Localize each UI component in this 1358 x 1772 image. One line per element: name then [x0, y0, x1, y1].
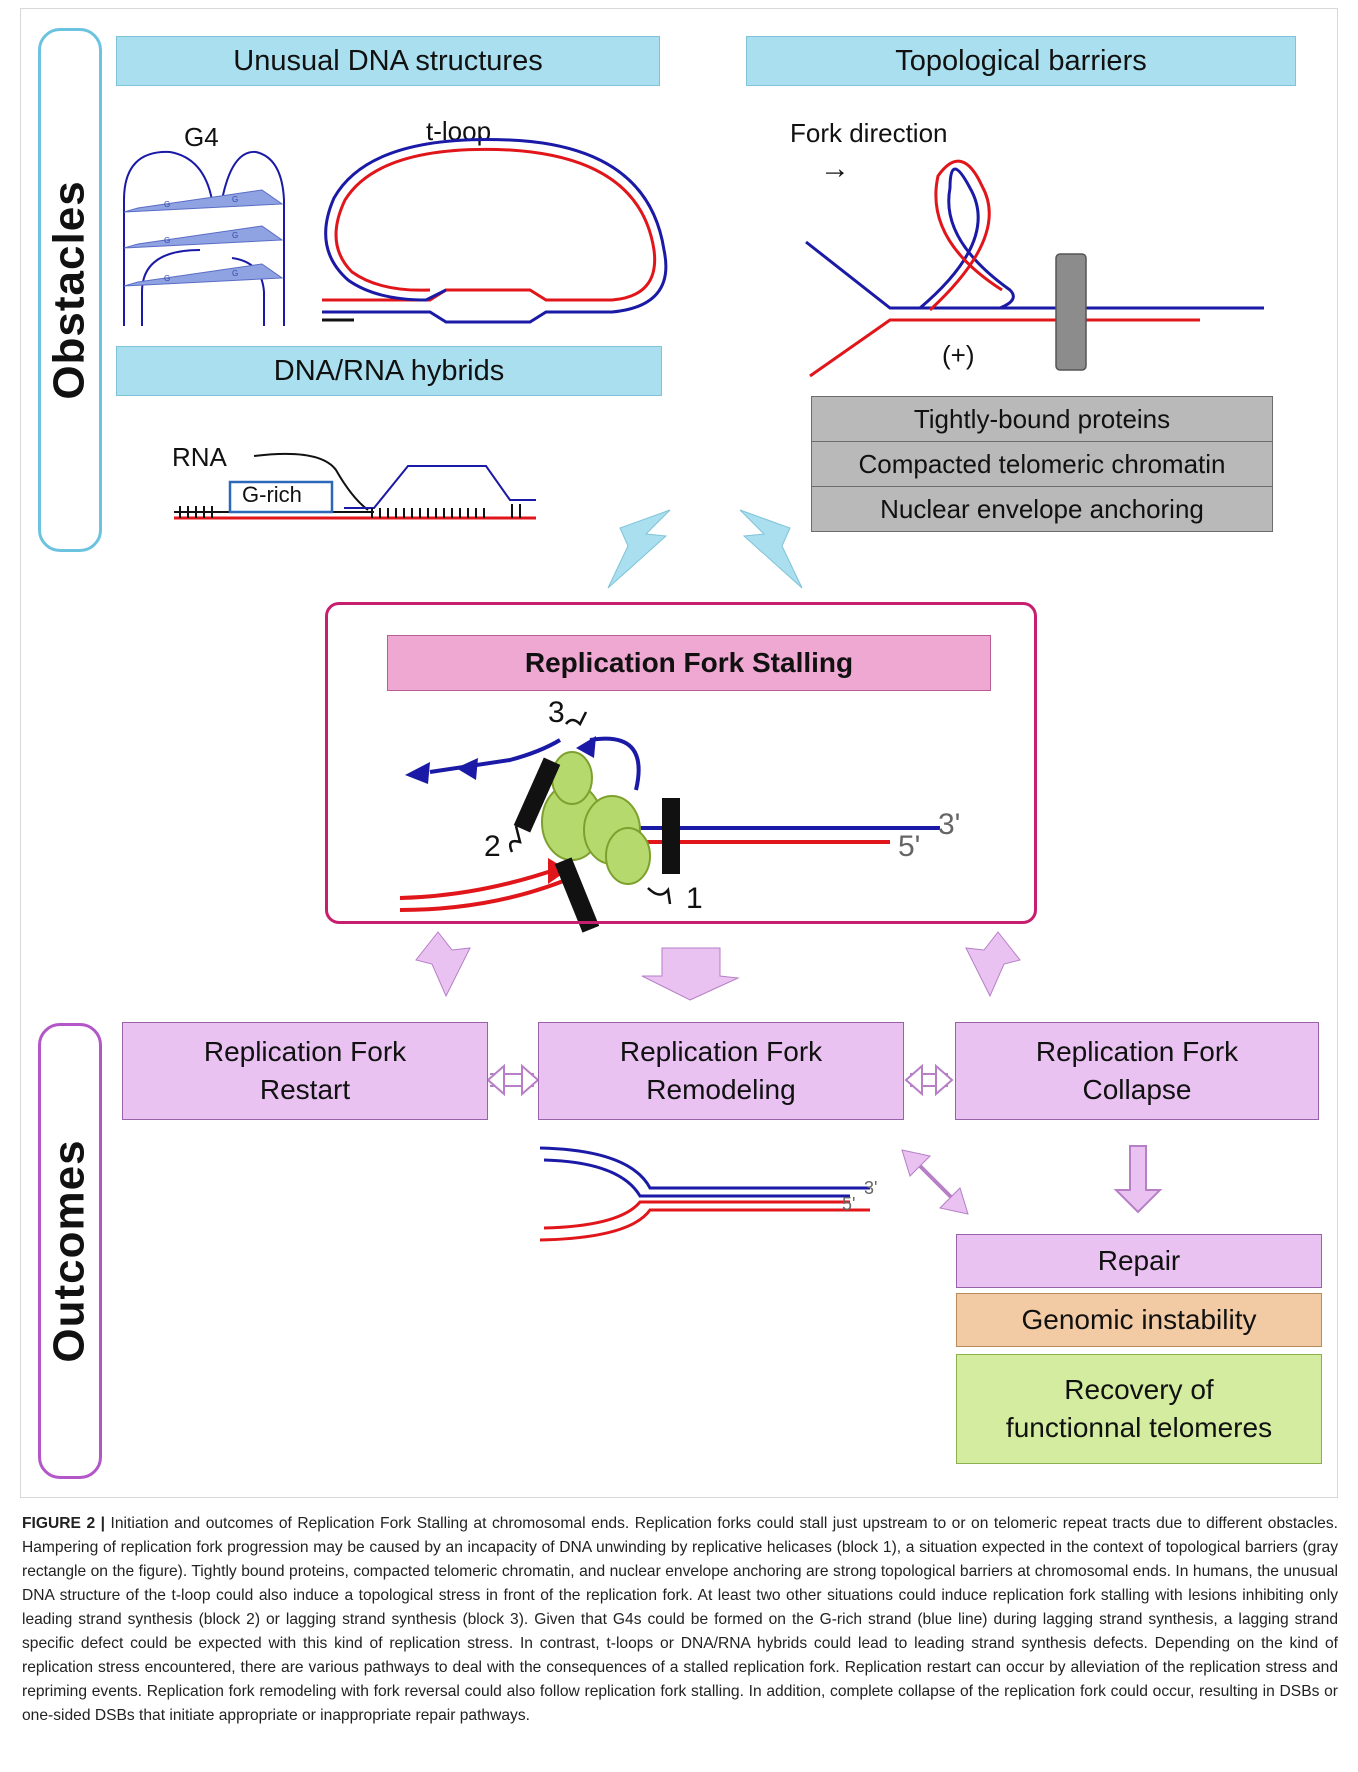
arrow-to-collapse-icon [965, 931, 1021, 998]
stall-3prime-label: 3' [938, 808, 961, 841]
outcome-restart-label: Replication Fork Restart [203, 1036, 407, 1105]
remodel-repair-arrow-icon [901, 1149, 932, 1177]
topological-barrier-block [1055, 253, 1087, 371]
caption-lead: FIGURE 2 | [22, 1515, 106, 1532]
stall-5prime-label: 5' [898, 830, 921, 863]
remodel-3prime-label: 3' [864, 1178, 878, 1198]
barrier-compacted-chromatin: Compacted telomeric chromatin [811, 441, 1273, 487]
topological-fork-icon [805, 159, 1264, 378]
block-2-label: 2 [484, 830, 501, 863]
stalled-fork-icon [399, 711, 940, 933]
restart-remodel-double-arrow-icon [486, 1063, 505, 1097]
g4-plate-letter: G [232, 269, 238, 278]
g4-plate-letter: G [232, 195, 238, 204]
fork-direction-arrow-icon: → [820, 152, 850, 185]
topological-barriers-header: Topological barriers [746, 36, 1296, 86]
dna-rna-hybrids-header: DNA/RNA hybrids [116, 346, 662, 396]
repair-box: Repair [956, 1234, 1322, 1288]
positive-supercoil-label: (+) [942, 340, 975, 370]
recovery-label: Recovery of functionnal telomeres [1005, 1374, 1273, 1443]
remodel-collapse-double-arrow-icon [904, 1063, 923, 1097]
stalling-title: Replication Fork Stalling [387, 635, 991, 691]
g4-quadruplex-icon: G G G G G G [123, 150, 285, 326]
genomic-instability-box: Genomic instability [956, 1293, 1322, 1347]
dna-rna-hybrid-icon [174, 452, 536, 520]
outcome-collapse: Replication Fork Collapse [955, 1022, 1319, 1120]
g4-plate-letter: G [164, 274, 170, 283]
t-loop-icon [322, 138, 668, 324]
obstacles-side-panel: Obstacles [38, 28, 102, 552]
collapse-repair-arrow-icon [1113, 1145, 1163, 1214]
g4-plate-letter: G [164, 200, 170, 209]
outcome-remodeling-label: Replication Fork Remodeling [619, 1036, 823, 1105]
down-arrow-left-icon [607, 509, 671, 589]
g4-plate-letter: G [232, 231, 238, 240]
outcome-collapse-label: Replication Fork Collapse [1035, 1036, 1239, 1105]
unusual-dna-header: Unusual DNA structures [116, 36, 660, 86]
g4-plate-letter: G [164, 236, 170, 245]
outcome-remodeling: Replication Fork Remodeling [538, 1022, 904, 1120]
stalling-panel [325, 602, 1037, 924]
block-1-label: 1 [686, 882, 703, 915]
g4-label: G4 [184, 122, 219, 152]
caption-text: Initiation and outcomes of Replication F… [22, 1515, 1338, 1724]
arrow-to-remodeling-icon [641, 947, 740, 1001]
block-3-label: 3 [548, 696, 565, 729]
barrier-tightly-bound-proteins: Tightly-bound proteins [811, 396, 1273, 442]
barrier-nuclear-envelope: Nuclear envelope anchoring [811, 486, 1273, 532]
outcome-restart: Replication Fork Restart [122, 1022, 488, 1120]
reversed-fork-icon [539, 1146, 870, 1242]
figure-caption: FIGURE 2 | Initiation and outcomes of Re… [22, 1512, 1338, 1728]
outcomes-side-panel: Outcomes [38, 1023, 102, 1479]
figure-frame [20, 8, 1338, 1498]
fork-direction-label: Fork direction [790, 118, 948, 148]
rna-label: RNA [172, 442, 227, 472]
recovery-box: Recovery of functionnal telomeres [956, 1354, 1322, 1464]
arrow-to-restart-icon [415, 931, 471, 998]
remodel-5prime-label: 5' [842, 1194, 856, 1214]
g-rich-label: G-rich [242, 482, 302, 507]
down-arrow-right-icon [739, 509, 803, 589]
